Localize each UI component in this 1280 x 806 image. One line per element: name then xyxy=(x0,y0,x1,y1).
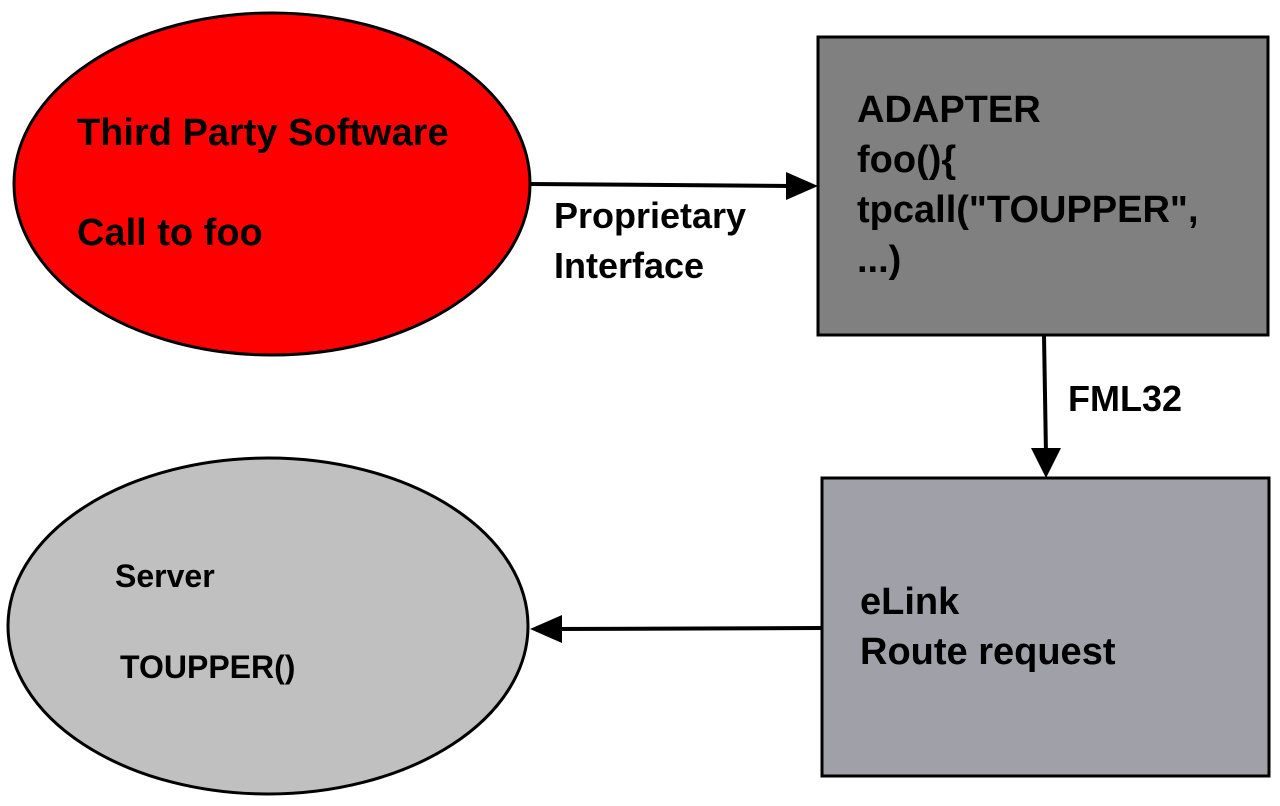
third-party-software-title: Third Party Software xyxy=(77,112,449,154)
proprietary-interface-arrowhead xyxy=(786,172,818,200)
fml32-label: FML32 xyxy=(1068,378,1182,419)
fml32-arrow xyxy=(1042,334,1048,456)
elink-line-1: eLink xyxy=(860,581,960,623)
proprietary-interface-label-line-1: Proprietary xyxy=(554,195,746,236)
proprietary-interface-edge: Proprietary Interface xyxy=(529,172,818,286)
elink-node: eLink Route request xyxy=(820,476,1271,778)
elink-box xyxy=(820,476,1271,778)
adapter-line-1: ADAPTER xyxy=(857,89,1041,131)
adapter-line-2: foo(){ xyxy=(857,139,956,181)
fml32-arrowhead xyxy=(1031,448,1061,478)
server-node: Server TOUPPER() xyxy=(6,456,530,796)
proprietary-interface-label-line-2: Interface xyxy=(554,245,704,286)
proprietary-interface-arrow xyxy=(529,182,794,188)
third-party-software-node: Third Party Software Call to foo xyxy=(12,11,532,357)
route-request-arrowhead xyxy=(530,615,562,643)
server-shape xyxy=(6,456,530,796)
adapter-line-4: ...) xyxy=(857,239,901,281)
server-toupper-label: TOUPPER() xyxy=(120,649,295,685)
route-request-edge xyxy=(530,615,823,643)
route-request-arrow xyxy=(554,626,823,631)
adapter-line-3: tpcall("TOUPPER", xyxy=(857,189,1199,231)
adapter-node: ADAPTER foo(){ tpcall("TOUPPER", ...) xyxy=(816,35,1270,337)
server-title: Server xyxy=(115,558,215,594)
adapter-box xyxy=(816,35,1270,337)
third-party-software-shape xyxy=(12,11,532,357)
fml32-edge: FML32 xyxy=(1031,334,1182,478)
elink-line-2: Route request xyxy=(860,631,1116,673)
call-to-foo-label: Call to foo xyxy=(77,212,263,254)
